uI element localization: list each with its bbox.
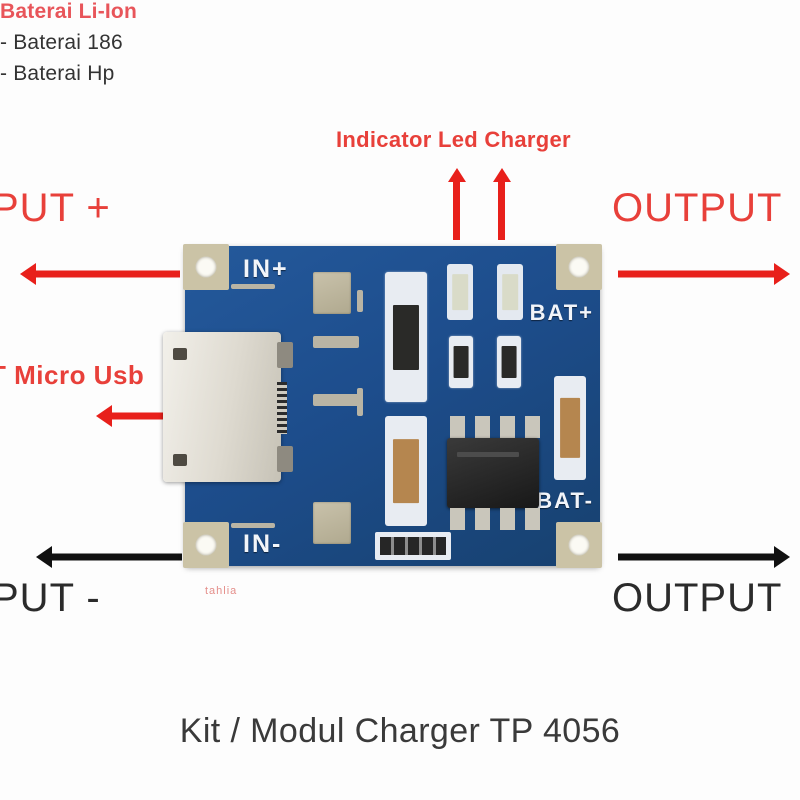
arrow-input-minus (36, 546, 182, 568)
arrow-shaft (50, 553, 182, 561)
arrowhead-up (492, 168, 511, 182)
usb-tab-top (277, 342, 293, 368)
led-indicator-2 (497, 264, 523, 320)
usb-tab-bottom (277, 446, 293, 472)
label-output-plus: OUTPUT (612, 186, 783, 230)
component-pad (313, 272, 351, 314)
arrow-output-minus (618, 546, 790, 568)
arrow-shaft (453, 181, 460, 240)
arrowhead-left (96, 405, 112, 427)
trace (357, 388, 363, 416)
label-input-minus: PUT - (0, 576, 101, 620)
caption: Kit / Modul Charger TP 4056 (179, 712, 621, 750)
pad-in-plus (183, 244, 229, 290)
pad-in-minus (183, 522, 229, 568)
trace (357, 290, 363, 312)
arrowhead-right (774, 546, 790, 568)
led-indicator-1 (447, 264, 473, 320)
pcb-board: IN+ IN- BAT+ BAT- (163, 244, 602, 568)
arrow-shaft (618, 270, 776, 278)
arrowhead-left (20, 263, 36, 285)
diode-d1 (385, 416, 427, 526)
ic-tp4056 (447, 438, 539, 508)
usb-pins (277, 382, 287, 434)
battery-annotation-block: Baterai Li-Ion - Baterai 186 - Baterai H… (0, 0, 800, 86)
silkscreen-bat-plus: BAT+ (529, 300, 594, 325)
led-body (452, 274, 468, 310)
pad-bat-plus (556, 244, 602, 290)
arrow-shaft (618, 553, 776, 561)
arrowhead-left (36, 546, 52, 568)
trace (313, 336, 359, 348)
pad-bat-minus (556, 522, 602, 568)
ic-pins-bottom (443, 508, 543, 530)
component-pad (313, 502, 351, 544)
arrowhead-up (447, 168, 466, 182)
resistor-r3 (497, 336, 521, 388)
micro-usb-connector (163, 332, 293, 482)
diode-body (560, 397, 580, 459)
diode-body (392, 439, 420, 503)
arrow-shaft (34, 270, 180, 278)
arrow-led-1 (447, 168, 466, 240)
diode-d2 (554, 376, 586, 480)
resistor-body (453, 346, 469, 378)
trace (231, 523, 275, 528)
arrow-shaft (110, 412, 176, 420)
label-input-plus: PUT + (0, 186, 111, 230)
battery-item-2: - Baterai Hp (0, 62, 115, 85)
arrow-input-micro-usb (96, 404, 176, 428)
arrow-output-plus (618, 262, 790, 286)
battery-item-1: - Baterai 186 (0, 31, 123, 54)
trace (313, 394, 359, 406)
battery-title: Baterai Li-Ion (0, 0, 137, 23)
label-indicator-led-charger: Indicator Led Charger (336, 127, 571, 152)
arrow-input-plus (20, 262, 180, 286)
arrow-led-2 (492, 168, 511, 240)
resistor-body (392, 304, 420, 370)
trace (231, 284, 275, 289)
label-input-micro-usb: T Micro Usb (0, 360, 145, 390)
silkscreen-in-minus: IN- (243, 530, 283, 558)
board-marking-text: tahlia (205, 585, 238, 597)
ic-pins-top (443, 416, 543, 438)
resistor-r1 (385, 272, 427, 402)
silkscreen-in-plus: IN+ (243, 255, 289, 283)
resistor-array (375, 532, 451, 560)
resistor-body (501, 346, 517, 378)
label-output-minus: OUTPUT (612, 576, 783, 620)
arrow-shaft (498, 181, 505, 240)
silkscreen-bat-minus: BAT- (536, 488, 594, 513)
led-body (502, 274, 518, 310)
arrowhead-right (774, 263, 790, 285)
resistor-r2 (449, 336, 473, 388)
